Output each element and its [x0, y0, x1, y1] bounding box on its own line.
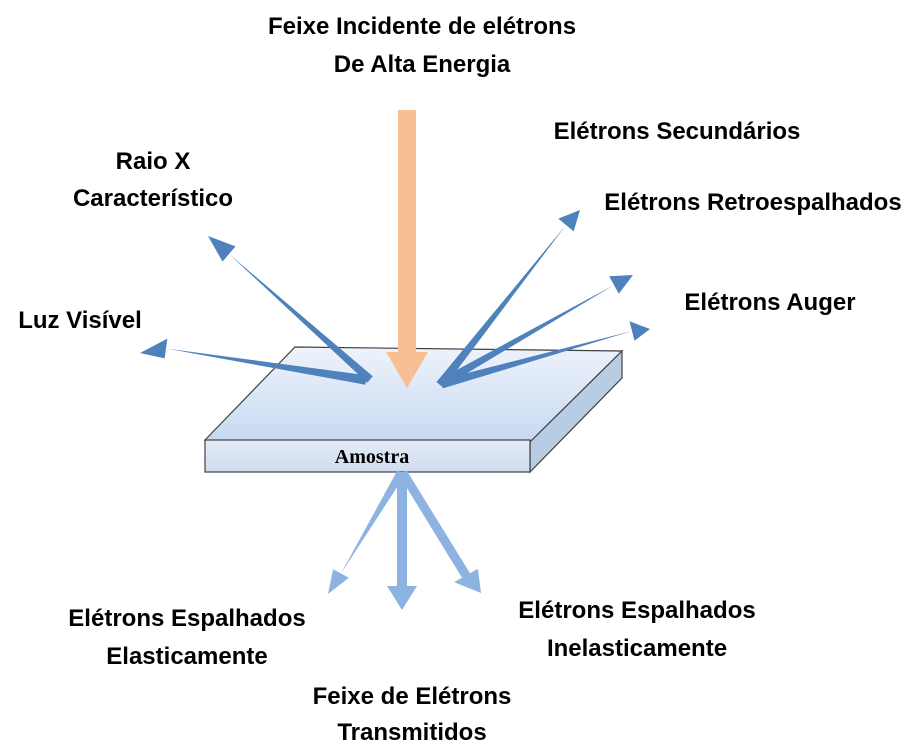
- secondary-electrons-label: Elétrons Secundários: [554, 118, 801, 145]
- elastic-scatter-label-line1: Elétrons Espalhados: [68, 605, 305, 632]
- transmitted-beam-label-line2: Transmitidos: [337, 719, 486, 746]
- inelastic-scatter-arrow: [399, 470, 481, 593]
- backscattered-arrow: [436, 210, 580, 388]
- incident-beam-label-line1: Feixe Incidente de elétrons: [268, 13, 576, 40]
- xray-arrow: [208, 236, 373, 383]
- auger-label: Elétrons Auger: [684, 289, 855, 316]
- emitted-arrows: [140, 210, 650, 389]
- incident-beam-label-line2: De Alta Energia: [334, 51, 511, 78]
- backscattered-label: Elétrons Retroespalhados: [604, 189, 901, 216]
- inelastic-scatter-label-line2: Inelasticamente: [547, 635, 727, 662]
- xray-label-line2: Característico: [73, 185, 233, 212]
- visible-light-arrow: [140, 338, 367, 385]
- elastic-scatter-arrow: [328, 470, 405, 594]
- incident-beam-arrow: [386, 110, 428, 388]
- auger-arrow-lower: [441, 321, 650, 389]
- transmitted-beam-arrow: [387, 472, 417, 610]
- labels: Feixe Incidente de elétrons De Alta Ener…: [18, 13, 902, 746]
- sample-label: Amostra: [335, 446, 409, 468]
- auger-arrow-upper: [439, 275, 633, 387]
- visible-light-label: Luz Visível: [18, 307, 142, 334]
- xray-label-line1: Raio X: [116, 148, 191, 175]
- inelastic-scatter-label-line1: Elétrons Espalhados: [518, 597, 755, 624]
- sample-front-face: [204, 439, 531, 473]
- transmitted-beam-label-line1: Feixe de Elétrons: [313, 683, 512, 710]
- elastic-scatter-label-line2: Elasticamente: [106, 643, 267, 670]
- transmitted-arrows: [328, 470, 481, 610]
